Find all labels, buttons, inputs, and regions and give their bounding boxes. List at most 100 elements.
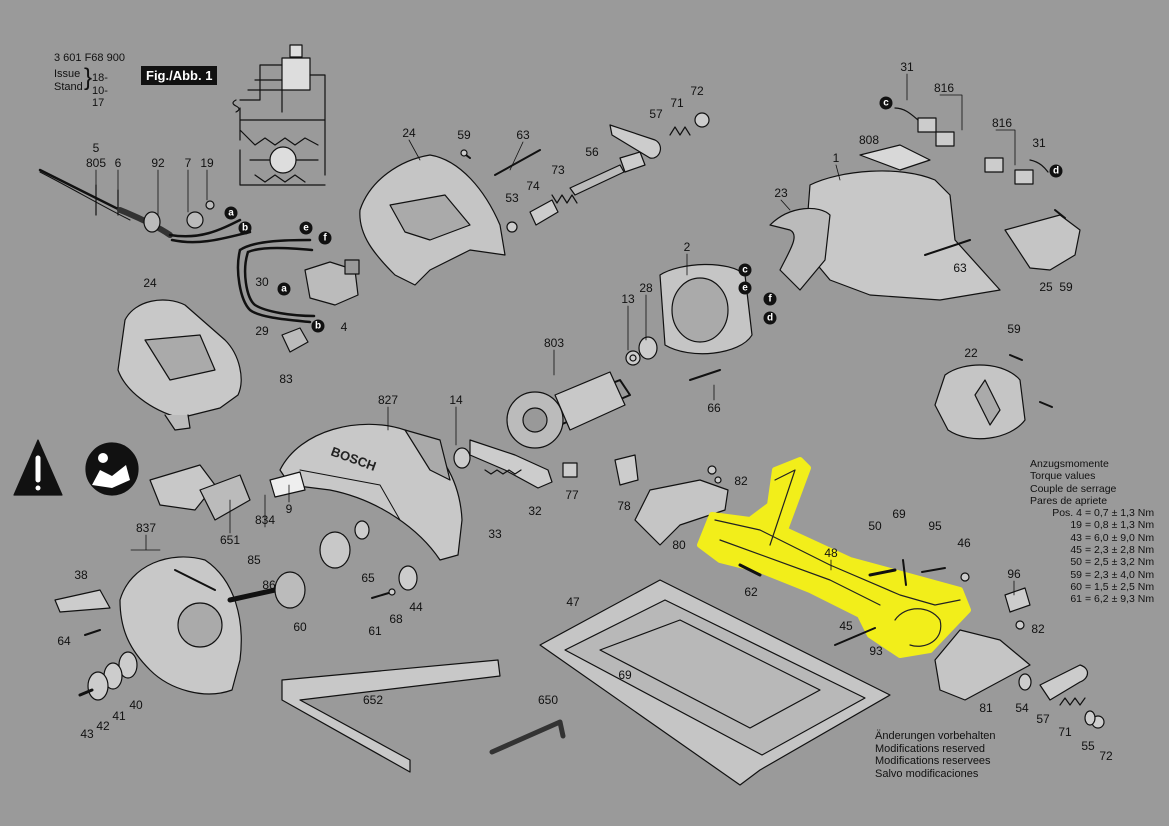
part-label-5: 5 [92,141,100,155]
torque-row: 61= 6,2 ± 9,3 Nm [1030,593,1154,605]
torque-row: 43= 6,0 ± 9,0 Nm [1030,532,1154,544]
part-label-41: 41 [112,709,126,723]
highlighted-part-48 [697,457,971,658]
torque-row: Pos. 4= 0,7 ± 1,3 Nm [1030,507,1154,519]
part-armature [506,371,631,449]
part-label-19: 19 [200,156,214,170]
notice-es: Salvo modificaciones [875,767,979,780]
part-label-45: 45 [839,619,853,633]
connector-b: b [238,221,252,235]
parts-brushes [894,107,1049,185]
part-hex-key [489,719,566,755]
torque-row: 45= 2,3 ± 2,8 Nm [1030,544,1154,556]
torque-pos: Pos. 4 [1052,507,1082,520]
part-label-81: 81 [979,701,993,715]
torque-value: = 6,2 ± 9,3 Nm [1085,593,1155,606]
part-label-2: 2 [683,240,691,254]
part-label-30: 30 [255,275,269,289]
part-label-60: 60 [293,620,307,634]
part-label-44: 44 [409,600,423,614]
part-label-82: 82 [1031,622,1045,636]
part-label-816: 816 [933,81,955,95]
part-stator [625,263,753,381]
part-label-32: 32 [528,504,542,518]
part-blade-guard [279,423,463,561]
part-label-47: 47 [566,595,580,609]
connector-d: d [763,311,777,325]
part-label-57: 57 [1036,712,1050,726]
torque-pos: 45 [1070,543,1082,556]
part-upper-guard [359,154,506,286]
parts-spindle-lock [453,439,578,489]
part-label-6: 6 [114,156,122,170]
parts-bevel-front [614,454,729,546]
wiring-harness [236,238,360,353]
part-label-54: 54 [1015,701,1029,715]
torque-row: 19= 0,8 ± 1,3 Nm [1030,519,1154,531]
part-label-56: 56 [585,145,599,159]
part-label-9: 9 [285,502,293,516]
part-label-71: 71 [1058,725,1072,739]
torque-row: 59= 2,3 ± 4,0 Nm [1030,569,1154,581]
torque-value: = 0,8 ± 1,3 Nm [1085,519,1155,532]
modifications-notice: Änderungen vorbehalten Modifications res… [875,730,995,781]
connector-c: c [879,96,893,110]
part-label-93: 93 [869,644,883,658]
torque-value: = 1,5 ± 2,5 Nm [1085,580,1155,593]
part-label-808: 808 [858,133,880,147]
torque-value: = 2,3 ± 2,8 Nm [1085,543,1155,556]
connector-b: b [311,319,325,333]
part-motor-housing [769,144,1081,301]
part-label-650: 650 [537,693,559,707]
part-label-63: 63 [953,261,967,275]
torque-title-en: Torque values [1030,470,1096,483]
torque-pos: 60 [1070,580,1082,593]
part-label-42: 42 [96,719,110,733]
part-label-77: 77 [565,488,579,502]
connector-e: e [738,281,752,295]
part-handle-left [117,299,242,431]
part-label-22: 22 [964,346,978,360]
part-label-73: 73 [551,163,565,177]
issue-label: Issue [54,68,81,80]
part-label-71: 71 [670,96,684,110]
part-label-59: 59 [457,128,471,142]
part-label-78: 78 [617,499,631,513]
part-label-53: 53 [505,191,519,205]
part-label-31: 31 [900,60,914,74]
part-label-85: 85 [247,553,261,567]
power-cable [38,168,252,244]
brace-icon: } [84,64,93,91]
part-label-74: 74 [526,179,540,193]
torque-pos: 59 [1070,568,1082,581]
notice-de: Änderungen vorbehalten [875,730,996,742]
part-label-82: 82 [734,474,748,488]
figure-label: Fig./Abb. 1 [141,66,218,85]
warning-triangle-icon [13,439,63,496]
part-label-14: 14 [449,393,463,407]
notice-fr: Modifications reservees [875,755,991,768]
part-label-68: 68 [389,612,403,626]
torque-title-es: Pares de apriete [1030,494,1108,507]
part-label-651: 651 [219,533,241,547]
part-label-72: 72 [690,84,704,98]
torque-pos: 19 [1070,519,1082,532]
part-label-652: 652 [362,693,384,707]
part-label-803: 803 [543,336,565,350]
part-label-24: 24 [143,276,157,290]
issue-block: Issue Stand } 18-10-17 [54,66,108,110]
part-end-cover [934,354,1053,440]
part-label-25: 25 [1039,280,1053,294]
torque-title-de: Anzugsmomente [1030,458,1109,470]
part-label-23: 23 [774,186,788,200]
part-label-4: 4 [340,320,348,334]
connector-f: f [763,292,777,306]
part-base-plate [539,579,891,786]
part-label-59: 59 [1059,280,1073,294]
part-label-92: 92 [151,156,165,170]
part-label-50: 50 [868,519,882,533]
part-label-40: 40 [129,698,143,712]
part-label-46: 46 [957,536,971,550]
